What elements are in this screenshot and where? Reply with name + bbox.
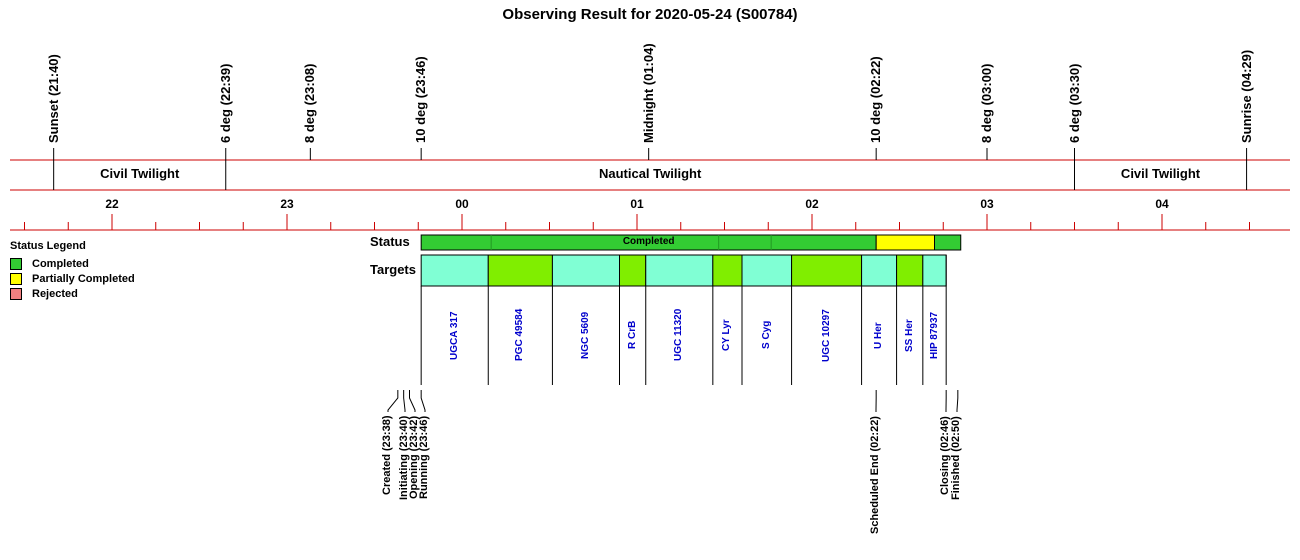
event-label: Finished (02:50) [950,416,962,500]
event-leader [387,390,399,412]
target-label: U Her [873,321,885,349]
legend-title: Status Legend [10,240,86,252]
status-legend: Status Legend Completed Partially Comple… [10,240,135,301]
hour-label: 03 [980,197,994,211]
event-label: 6 deg (22:39) [217,63,233,143]
legend-label: Completed [32,257,89,270]
event-leader [956,390,959,412]
event-label: 8 deg (03:00) [979,63,994,143]
status-segment [934,234,962,251]
target-block [551,254,621,287]
hour-label: 23 [280,197,294,211]
target-block [645,254,714,287]
target-label: NGC 5609 [579,311,591,359]
hour-label: 22 [105,197,119,211]
target-label: S Cyg [760,320,772,349]
event-label: Sunrise (04:29) [1238,49,1254,143]
target-block [922,254,947,287]
legend-item-partial: Partially Completed [10,271,135,286]
status-row-label: Status [370,234,410,249]
target-label: PGC 49584 [514,308,526,361]
target-block [712,254,743,287]
event-leader [409,390,416,412]
target-label: UGCA 317 [448,310,460,360]
target-block [741,254,793,287]
event-label: Midnight (01:04) [640,43,656,143]
target-block [619,254,647,287]
hour-label: 00 [455,197,469,211]
event-label: Created (23:38) [381,415,393,495]
event-label: Sunset (21:40) [45,54,61,143]
target-label: UGC 10297 [820,308,832,362]
targets-row-label: Targets [370,262,416,277]
event-leader [420,390,426,412]
target-block [420,254,489,287]
hour-label: 04 [1155,197,1169,211]
target-block [791,254,863,287]
event-label: Running (23:46) [418,415,430,499]
event-label: 8 deg (23:08) [302,63,318,143]
event-label: Scheduled End (02:22) [869,416,881,534]
band-label: Civil Twilight [1120,166,1201,181]
target-label: CY Lyr [721,319,733,351]
legend-label: Rejected [32,287,78,300]
status-segment [875,234,936,251]
band-label: Nautical Twilight [598,166,702,181]
target-label: UGC 11320 [673,308,685,361]
event-label: 6 deg (03:30) [1066,63,1082,143]
status-segment-label: Completed [622,236,675,247]
target-block [896,254,924,287]
target-label: HIP 87937 [928,311,940,359]
page-title: Observing Result for 2020-05-24 (S00784) [502,6,798,23]
legend-item-completed: Completed [10,256,135,271]
target-block [487,254,553,287]
legend-swatch-rejected [10,287,22,300]
hour-label: 01 [630,197,644,211]
event-label: 10 deg (02:22) [868,56,884,143]
event-label: 10 deg (23:46) [413,56,429,143]
legend-swatch-partial [10,272,22,285]
event-leader [403,390,406,412]
band-label: Civil Twilight [100,166,180,181]
legend-label: Partially Completed [32,272,135,285]
legend-item-rejected: Rejected [10,286,135,301]
legend-swatch-completed [10,257,22,270]
target-label: SS Her [903,318,915,352]
target-label: R CrB [626,320,638,349]
hour-label: 02 [805,197,819,211]
target-block [861,254,898,287]
